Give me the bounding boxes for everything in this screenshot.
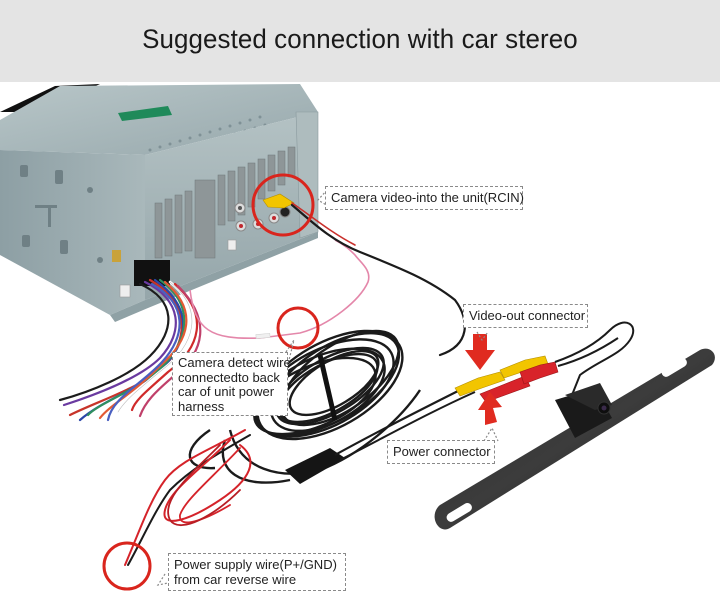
junction-box xyxy=(285,448,345,484)
callout-video-out-text: Video-out connector xyxy=(469,308,586,323)
page-title: Suggested connection with car stereo xyxy=(142,23,578,54)
connection-diagram xyxy=(0,82,720,601)
callout-detect-wire: Camera detect wire connectedto back car … xyxy=(172,352,291,416)
power-supply-wire xyxy=(124,429,252,566)
highlight-rca-input xyxy=(251,173,315,237)
callout-video-input-text: Camera video-into the unit(RCIN) xyxy=(331,190,524,205)
callout-power-supply: Power supply wire(P+/GND) from car rever… xyxy=(168,553,346,591)
callout-power-supply-line-2: from car reverse wire xyxy=(174,572,297,587)
callout-detect-wire-line-1: Camera detect wire xyxy=(178,355,291,370)
callout-power-connector: Power connector xyxy=(387,440,495,464)
callout-power-connector-text: Power connector xyxy=(393,444,491,459)
license-plate-camera xyxy=(434,348,715,530)
header-banner: Suggested connection with car stereo xyxy=(0,0,720,82)
callout-power-supply-line-1: Power supply wire(P+/GND) xyxy=(174,557,337,572)
callout-detect-wire-line-2: connectedto back xyxy=(178,369,280,385)
arrow-video-out xyxy=(465,334,495,370)
highlight-detect-wire xyxy=(276,306,320,350)
callout-video-out: Video-out connector xyxy=(463,304,588,328)
head-unit xyxy=(0,84,319,322)
rca-connectors xyxy=(454,321,635,403)
highlight-power-supply xyxy=(102,541,152,591)
callout-detect-wire-line-4: harness xyxy=(178,398,225,414)
callout-video-input: Camera video-into the unit(RCIN) xyxy=(325,186,524,210)
detect-wire xyxy=(189,239,370,340)
callout-detect-wire-line-3: car of unit power xyxy=(178,384,275,399)
arrow-power xyxy=(478,392,502,425)
video-cable xyxy=(290,202,466,357)
